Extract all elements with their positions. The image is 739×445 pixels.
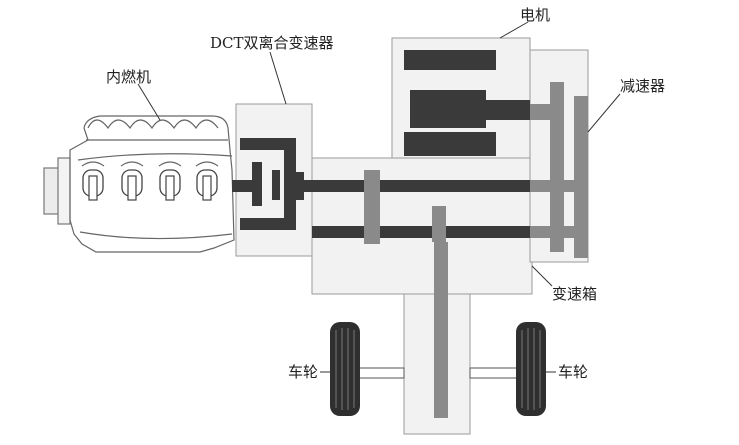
engine <box>43 115 235 253</box>
cylinder <box>121 169 143 201</box>
leader-dct <box>269 51 287 105</box>
wheel-right-label: 车轮 <box>558 363 588 381</box>
leader-engine <box>137 83 161 121</box>
wheel-left <box>330 322 360 416</box>
wheel-left-label: 车轮 <box>288 363 318 381</box>
cylinder <box>159 169 181 201</box>
engine-label: 内燃机 <box>106 68 151 86</box>
reducer-label: 减速器 <box>620 77 665 95</box>
gear-set <box>364 82 588 418</box>
cylinder <box>196 169 218 201</box>
dct-label: DCT双离合变速器 <box>210 34 334 52</box>
motor-rotor-stator <box>404 50 530 156</box>
wheel-right <box>516 322 546 416</box>
leader-motor <box>499 21 529 39</box>
leader-reducer <box>587 93 621 133</box>
motor-label: 电机 <box>520 6 550 24</box>
cylinder <box>82 169 104 201</box>
gearbox-label: 变速箱 <box>552 285 597 303</box>
leader-gearbox <box>531 265 553 287</box>
